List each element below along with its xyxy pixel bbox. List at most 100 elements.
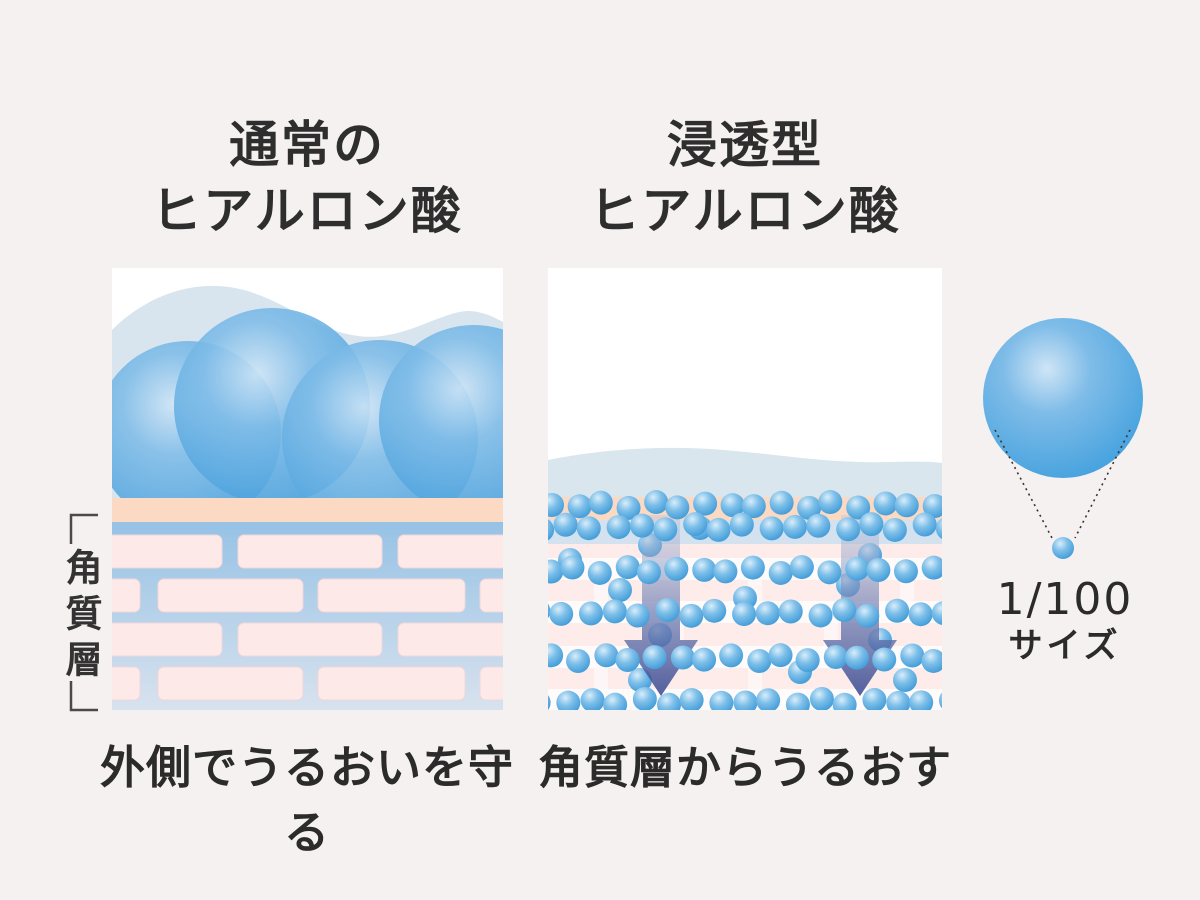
hyaluronic-bead bbox=[893, 559, 918, 584]
hyaluronic-bead bbox=[809, 687, 834, 710]
hyaluronic-bead bbox=[855, 603, 880, 628]
stratum-corneum-bracket bbox=[69, 513, 98, 712]
hyaluronic-bead bbox=[768, 560, 793, 585]
hyaluronic-bead bbox=[922, 494, 942, 518]
left-panel-title: 通常の ヒアルロン酸 bbox=[97, 112, 517, 244]
hyaluronic-bead bbox=[606, 515, 631, 540]
hyaluronic-bead bbox=[628, 668, 652, 692]
hyaluronic-bead bbox=[630, 513, 655, 538]
hyaluronic-bead bbox=[548, 559, 564, 584]
hyaluronic-bead bbox=[778, 599, 803, 624]
hyaluronic-bead bbox=[608, 578, 632, 602]
hyaluronic-bead bbox=[588, 490, 613, 515]
hyaluronic-bead bbox=[797, 495, 822, 520]
hyaluronic-bead bbox=[706, 517, 731, 542]
hyaluronic-bead bbox=[548, 493, 564, 517]
hyaluronic-bead bbox=[548, 519, 555, 541]
hyaluronic-bead bbox=[553, 512, 578, 537]
hyaluronic-bead bbox=[935, 518, 942, 539]
hyaluronic-bead bbox=[549, 601, 574, 626]
hyaluronic-bead bbox=[756, 688, 781, 710]
hyaluronic-bead bbox=[692, 647, 717, 672]
hyaluronic-bead bbox=[893, 668, 917, 692]
hyaluronic-bead bbox=[823, 644, 848, 669]
hyaluronic-bead bbox=[832, 598, 857, 623]
hyaluronic-bead bbox=[818, 490, 843, 515]
hyaluronic-bead bbox=[709, 690, 734, 710]
hyaluronic-bead bbox=[548, 643, 564, 668]
hyaluronic-bead bbox=[859, 512, 884, 537]
hyaluronic-bead bbox=[785, 692, 810, 710]
hyaluronic-bead bbox=[836, 517, 861, 542]
hyaluronic-bead bbox=[587, 560, 612, 585]
hyaluronic-bead bbox=[664, 556, 689, 581]
hyaluronic-bead bbox=[602, 599, 627, 624]
hyaluronic-bead bbox=[733, 690, 758, 710]
hyaluronic-bead bbox=[759, 516, 784, 541]
hyaluronic-bead bbox=[670, 645, 695, 670]
hyaluronic-bead bbox=[644, 490, 669, 515]
hyaluronic-bead bbox=[567, 494, 592, 519]
hyaluronic-bead bbox=[566, 648, 591, 673]
hyaluronic-bead bbox=[702, 598, 727, 623]
hyaluronic-bead bbox=[908, 602, 933, 627]
hyaluronic-bead bbox=[720, 493, 745, 518]
hyaluronic-bead bbox=[556, 690, 581, 710]
hyaluronic-bead bbox=[692, 557, 717, 582]
size-note: 1/100 サイズ bbox=[965, 576, 1165, 668]
left-panel-caption: 外側でうるおいを守る bbox=[99, 741, 514, 859]
left-title-line2: ヒアルロン酸 bbox=[151, 182, 463, 240]
hyaluronic-bead bbox=[693, 491, 718, 516]
hyaluronic-bead bbox=[872, 647, 897, 672]
hyaluronic-bead bbox=[578, 601, 603, 626]
hyaluronic-bead bbox=[740, 555, 765, 580]
hyaluronic-bead bbox=[866, 558, 891, 583]
hyaluronic-bead bbox=[832, 692, 857, 710]
hyaluronic-bead bbox=[768, 643, 793, 668]
hyaluronic-bead bbox=[713, 559, 738, 584]
hyaluronic-bead bbox=[679, 603, 704, 628]
hyaluronic-bead bbox=[938, 692, 942, 709]
hyaluronic-bead bbox=[747, 648, 772, 673]
right-title-line2: ヒアルロン酸 bbox=[589, 182, 901, 240]
hyaluronic-bead bbox=[845, 556, 870, 581]
hyaluronic-bead bbox=[679, 688, 704, 710]
hyaluronic-bead bbox=[594, 643, 619, 668]
hyaluronic-bead bbox=[560, 555, 585, 580]
hundredth-size-sphere bbox=[1052, 537, 1074, 559]
hyaluronic-bead bbox=[683, 512, 708, 537]
hyaluronic-bead bbox=[615, 648, 640, 673]
hyaluronic-bead bbox=[909, 690, 934, 710]
size-comparison-graphic bbox=[983, 318, 1143, 559]
large-hyaluronic-spheres bbox=[112, 308, 503, 536]
hyaluronic-bead bbox=[873, 491, 898, 516]
hyaluronic-bead bbox=[615, 555, 640, 580]
hyaluronic-bead bbox=[846, 495, 871, 520]
hyaluronic-bead bbox=[653, 517, 678, 542]
hyaluronic-bead bbox=[719, 643, 744, 668]
hyaluronic-bead bbox=[729, 512, 754, 537]
right-title-line1: 浸透型 bbox=[667, 116, 823, 174]
hyaluronic-bead bbox=[921, 555, 942, 580]
hyaluronic-bead bbox=[603, 692, 628, 710]
stratum-corneum-bricks bbox=[112, 522, 503, 710]
hyaluronic-bead bbox=[894, 493, 919, 518]
hyaluronic-bead bbox=[625, 603, 650, 628]
hyaluronic-bead bbox=[548, 695, 551, 710]
hyaluronic-bead bbox=[741, 494, 766, 519]
hyaluronic-bead bbox=[817, 560, 842, 585]
large-sphere bbox=[379, 325, 503, 515]
hyaluronic-bead bbox=[665, 495, 690, 520]
hyaluronic-bead bbox=[636, 560, 661, 585]
hyaluronic-bead bbox=[732, 602, 757, 627]
surface-wave-layer bbox=[548, 447, 942, 508]
hyaluronic-bead bbox=[795, 648, 820, 673]
hyaluronic-bead bbox=[789, 555, 814, 580]
left-title-line1: 通常の bbox=[229, 116, 385, 174]
hyaluronic-bead bbox=[885, 598, 910, 623]
hyaluronic-bead bbox=[921, 648, 942, 673]
hyaluronic-bead bbox=[912, 512, 937, 537]
penetrating-hyaluronic-diagram bbox=[548, 268, 942, 710]
hyaluronic-bead bbox=[806, 513, 831, 538]
size-note-label: サイズ bbox=[1008, 626, 1122, 666]
